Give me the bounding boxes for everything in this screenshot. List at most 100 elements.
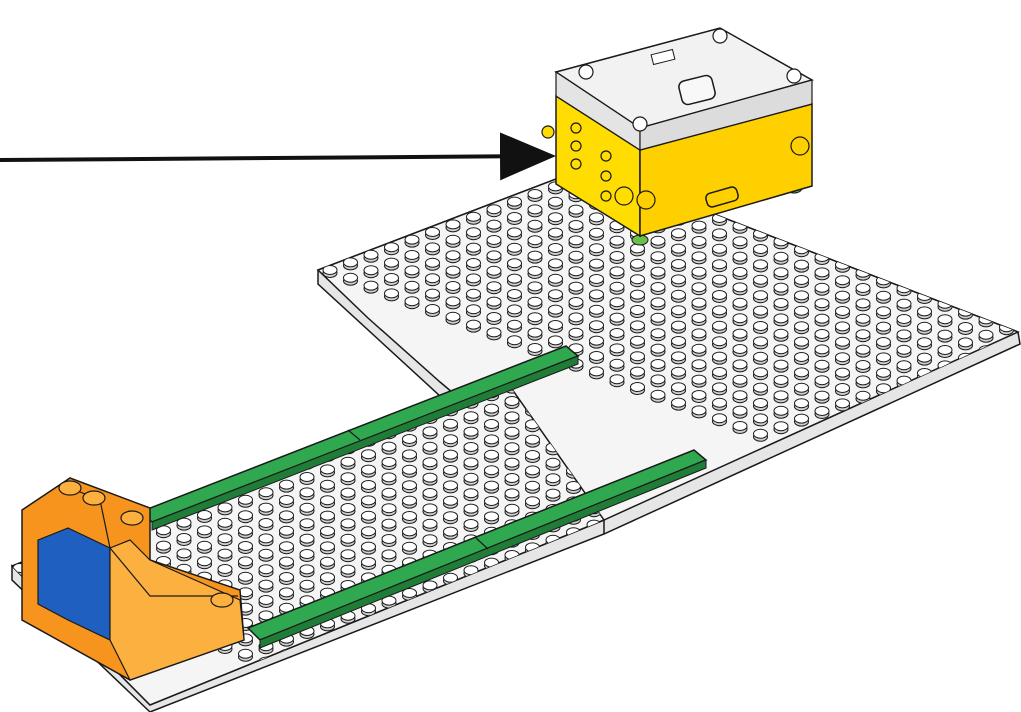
stud [402,683,417,694]
stud-top [691,236,707,246]
stud-top [299,487,315,498]
stud-top [855,390,871,401]
stud [608,608,622,617]
stud [340,644,356,655]
stud [813,532,827,541]
stud [835,232,850,242]
stud-top [855,206,871,216]
stud-top [896,237,912,247]
stud-top [712,243,727,254]
stud-top [958,260,973,271]
stud-top [917,244,932,255]
stud [628,600,642,609]
stud [794,201,809,211]
stud-top [794,305,809,316]
stud-top [463,596,479,606]
stud-top [876,306,891,317]
stud-top [340,487,356,498]
stud-top [813,483,827,492]
stud-top [937,329,953,340]
stud [876,263,891,273]
stud-top [548,196,563,207]
stud-top [814,190,830,201]
stud-top [753,398,768,408]
stud [545,584,561,594]
stud-top [589,335,604,346]
stud-top [792,521,806,530]
stud-top [937,191,953,201]
stud-top [320,541,335,552]
stud-top [422,488,438,498]
stud [937,271,953,281]
stud-top [504,426,520,437]
stud [628,523,642,532]
stud-top [958,337,973,348]
stud-top [937,175,953,186]
stud-top [425,227,440,237]
stud [545,599,561,610]
stud [402,652,417,663]
stud-top [525,434,540,445]
stud-top [978,268,994,279]
stud [751,493,765,502]
stud-top [504,642,520,653]
stud [504,645,520,656]
stud-top [732,282,748,293]
stud-top [381,672,397,683]
stud-top [937,268,953,278]
stud-top [732,405,748,416]
stud [690,547,704,556]
stud-top [404,280,420,291]
stud [855,209,871,219]
stud [525,622,540,633]
stud-top [507,273,522,284]
stud [422,614,438,625]
stud-top [402,434,417,444]
stud-top [425,304,440,314]
stud [751,555,765,564]
stud-top [545,596,561,607]
stud-top [650,328,666,339]
stud-top [917,337,932,348]
stud-top [917,183,932,194]
stud-top [545,565,561,576]
stud [463,645,479,656]
stud [361,698,376,705]
stud [896,224,912,235]
stud-top [507,289,522,299]
stud [978,271,994,282]
stud [484,606,499,617]
stud-top [340,657,356,667]
stud-top [978,283,994,294]
stud [361,667,376,678]
stud-top [589,227,604,238]
stud [525,637,540,648]
stud-top [772,544,786,553]
stud-top [815,145,829,154]
stud-top [279,587,294,598]
stud-top [525,604,540,614]
stud-top [484,480,499,491]
stud-top [669,536,683,545]
stud [649,593,663,602]
stud-top [773,298,789,308]
stud [815,132,829,141]
stud-top [855,375,871,386]
stud-top [340,564,356,575]
stud-top [650,282,666,292]
stud [937,286,953,297]
stud-top [545,457,561,468]
stud-top [712,397,727,408]
stud-top [753,244,768,254]
stud-top [568,235,584,246]
stud-top [669,505,683,514]
stud-top [937,221,953,232]
stud-top [814,344,830,355]
stud-top [566,619,581,630]
stud [896,209,912,220]
stud-top [691,374,707,385]
stud-top [466,258,481,268]
stud-top [422,672,438,683]
stud-top [608,559,622,568]
stud-top [504,457,520,468]
